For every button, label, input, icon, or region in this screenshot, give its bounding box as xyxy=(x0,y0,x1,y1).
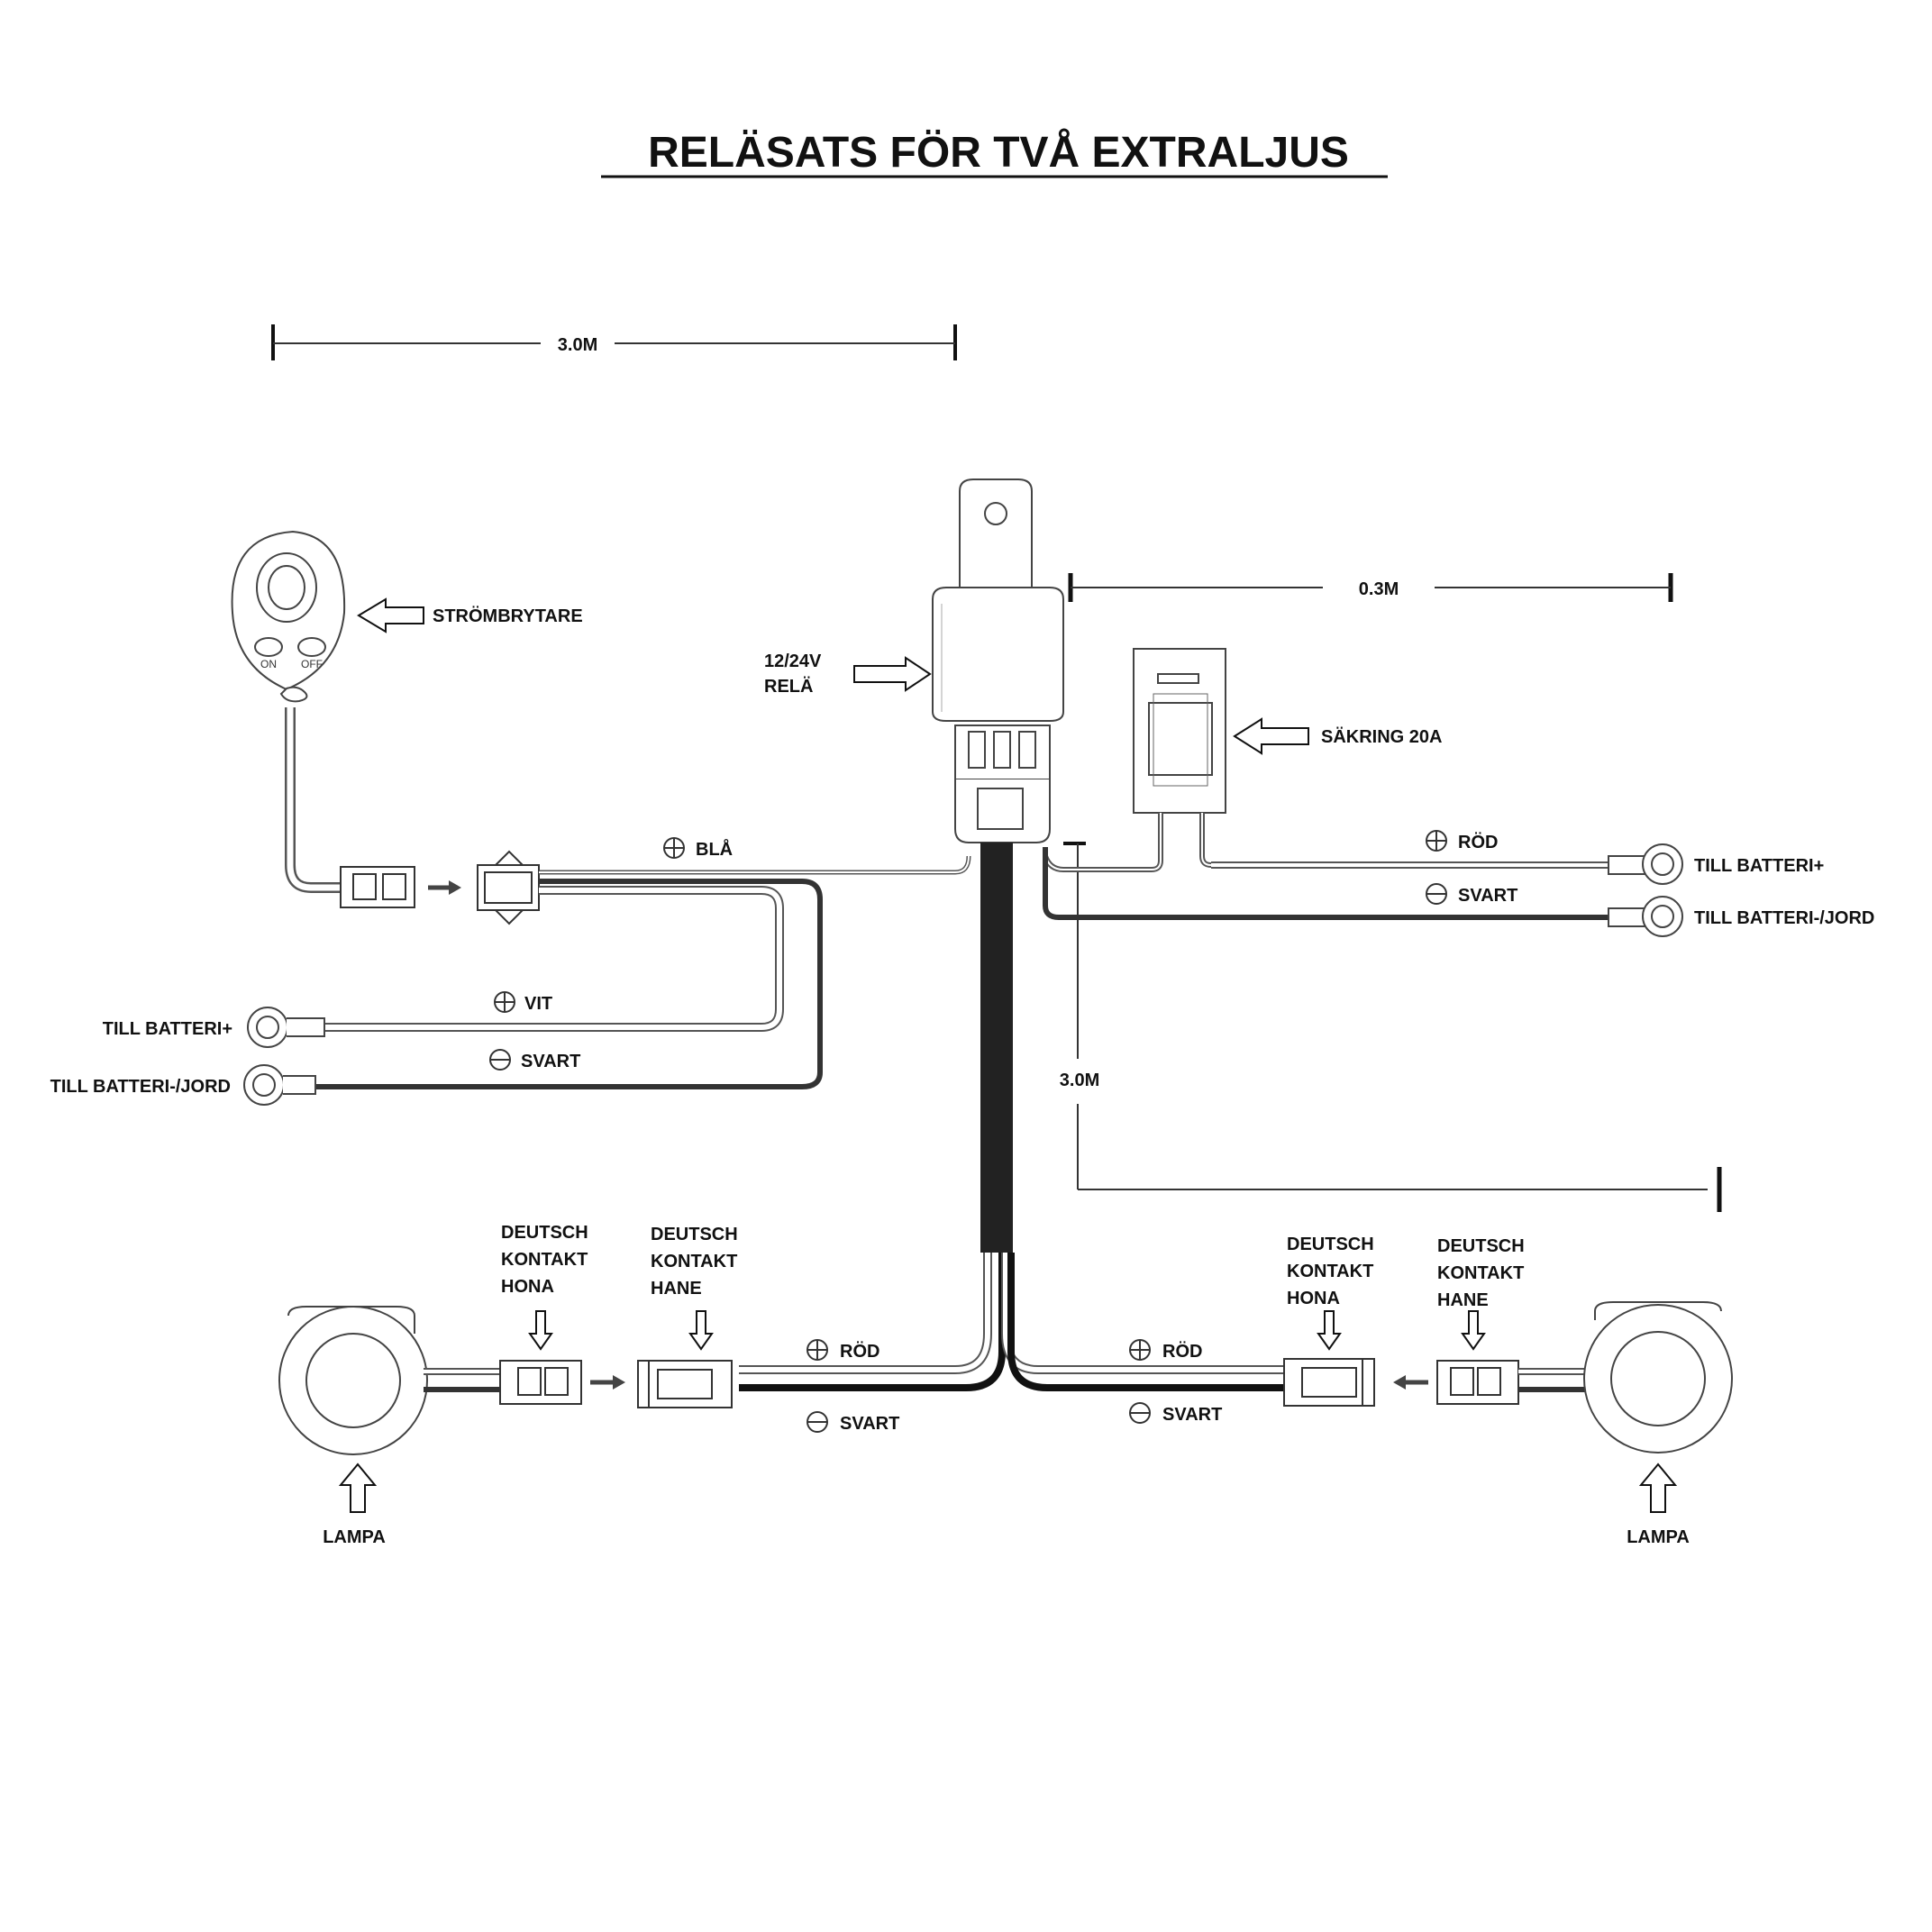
arrow-left-icon xyxy=(1233,717,1309,755)
dimension-top: 3.0M xyxy=(271,324,957,360)
wire-rod-bottom-left-label: RÖD xyxy=(840,1341,879,1362)
minus-icon xyxy=(1129,1402,1151,1424)
plus-icon xyxy=(807,1339,828,1361)
ring-terminal-left-minus xyxy=(243,1064,316,1106)
left-hane-label-1: DEUTSCH xyxy=(651,1225,738,1244)
wire-svart-bottom-left-label: SVART xyxy=(840,1414,899,1434)
terminal-left-plus-label: TILL BATTERI+ xyxy=(103,1019,232,1039)
dimension-top-label: 3.0M xyxy=(558,335,597,355)
right-hane-label-2: KONTAKT xyxy=(1437,1263,1524,1283)
fuse-label: SÄKRING 20A xyxy=(1321,726,1442,747)
lamp-left xyxy=(278,1306,428,1455)
arrow-down-icon xyxy=(528,1310,553,1351)
left-hona-label-3: HONA xyxy=(501,1277,554,1297)
terminal-left-minus-label: TILL BATTERI-/JORD xyxy=(50,1077,231,1097)
arrow-down-icon xyxy=(1317,1310,1342,1351)
terminal-right-minus-label: TILL BATTERI-/JORD xyxy=(1694,908,1874,928)
minus-icon xyxy=(807,1411,828,1433)
plus-icon xyxy=(1129,1339,1151,1361)
wire-svart-bottom-right-label: SVART xyxy=(1162,1405,1222,1425)
switch-on-text: ON xyxy=(260,658,277,670)
left-hane-label-3: HANE xyxy=(651,1279,702,1299)
minus-icon xyxy=(489,1049,511,1071)
ring-terminal-right-plus xyxy=(1608,843,1683,885)
switch: ON OFF xyxy=(231,530,346,703)
right-hane-label-3: HANE xyxy=(1437,1290,1489,1310)
dimension-relay-fuse: 0.3M xyxy=(1068,573,1673,602)
deutsch-connector-left-hona xyxy=(499,1360,582,1405)
switch-off-text: OFF xyxy=(301,658,323,670)
relay-label-line2: RELÄ xyxy=(764,676,813,697)
lamp-right xyxy=(1583,1301,1733,1454)
left-hona-label-1: DEUTSCH xyxy=(501,1223,588,1243)
connector-arrow-icon xyxy=(590,1375,625,1390)
left-hane-label-2: KONTAKT xyxy=(651,1252,737,1271)
left-hona-label-2: KONTAKT xyxy=(501,1250,588,1270)
plus-icon xyxy=(663,837,685,859)
right-hane-label-1: DEUTSCH xyxy=(1437,1236,1525,1256)
wire-bla-label: BLÅ xyxy=(696,838,733,860)
right-hona-label-1: DEUTSCH xyxy=(1287,1235,1374,1254)
wire-rod-bottom-right-label: RÖD xyxy=(1162,1341,1202,1362)
switch-connector-female xyxy=(477,850,540,925)
arrow-up-icon xyxy=(338,1463,378,1513)
deutsch-connector-left-hane xyxy=(637,1360,733,1408)
wire-svart-left-label: SVART xyxy=(521,1052,580,1071)
arrow-right-icon xyxy=(853,656,932,692)
wire-svart-right-label: SVART xyxy=(1458,886,1517,906)
switch-connector-male xyxy=(340,866,415,908)
wire-svart-left xyxy=(315,879,823,1089)
page-title: RELÄSATS FÖR TVÅ EXTRALJUS xyxy=(648,128,1349,177)
plus-icon xyxy=(1426,830,1447,852)
minus-icon xyxy=(1426,883,1447,905)
deutsch-connector-right-hane xyxy=(1436,1360,1519,1405)
terminal-right-plus-label: TILL BATTERI+ xyxy=(1694,856,1824,876)
ring-terminal-left-plus xyxy=(247,1007,325,1048)
wire-bla xyxy=(539,855,971,875)
wire-rod-right-label: RÖD xyxy=(1458,832,1498,852)
switch-label: STRÖMBRYTARE xyxy=(433,606,583,626)
lamp-right-label: LAMPA xyxy=(1627,1527,1690,1547)
fuse-holder xyxy=(1133,648,1226,814)
arrow-up-icon xyxy=(1638,1463,1678,1513)
right-hona-label-3: HONA xyxy=(1287,1289,1340,1308)
arrow-down-icon xyxy=(688,1310,714,1351)
wire-vit-label: VIT xyxy=(524,994,552,1014)
right-hona-label-2: KONTAKT xyxy=(1287,1262,1373,1281)
arrow-left-icon xyxy=(357,597,424,633)
relay xyxy=(932,478,1064,843)
relay-label-line1: 12/24V xyxy=(764,652,822,671)
ring-terminal-right-minus xyxy=(1608,896,1683,937)
connector-arrow-icon xyxy=(428,880,461,895)
deutsch-connector-right-hona xyxy=(1283,1358,1375,1407)
trunk-cable xyxy=(980,843,1013,1253)
arrow-down-icon xyxy=(1461,1310,1486,1351)
lamp-left-label: LAMPA xyxy=(323,1527,386,1547)
connector-arrow-icon xyxy=(1393,1375,1428,1390)
dimension-relay-fuse-label: 0.3M xyxy=(1359,579,1399,599)
wire-svart-right xyxy=(1043,847,1613,920)
dimension-trunk: 3.0M xyxy=(1060,842,1722,1212)
plus-icon xyxy=(494,991,515,1013)
dimension-trunk-label: 3.0M xyxy=(1060,1071,1099,1090)
switch-cable xyxy=(285,707,341,893)
